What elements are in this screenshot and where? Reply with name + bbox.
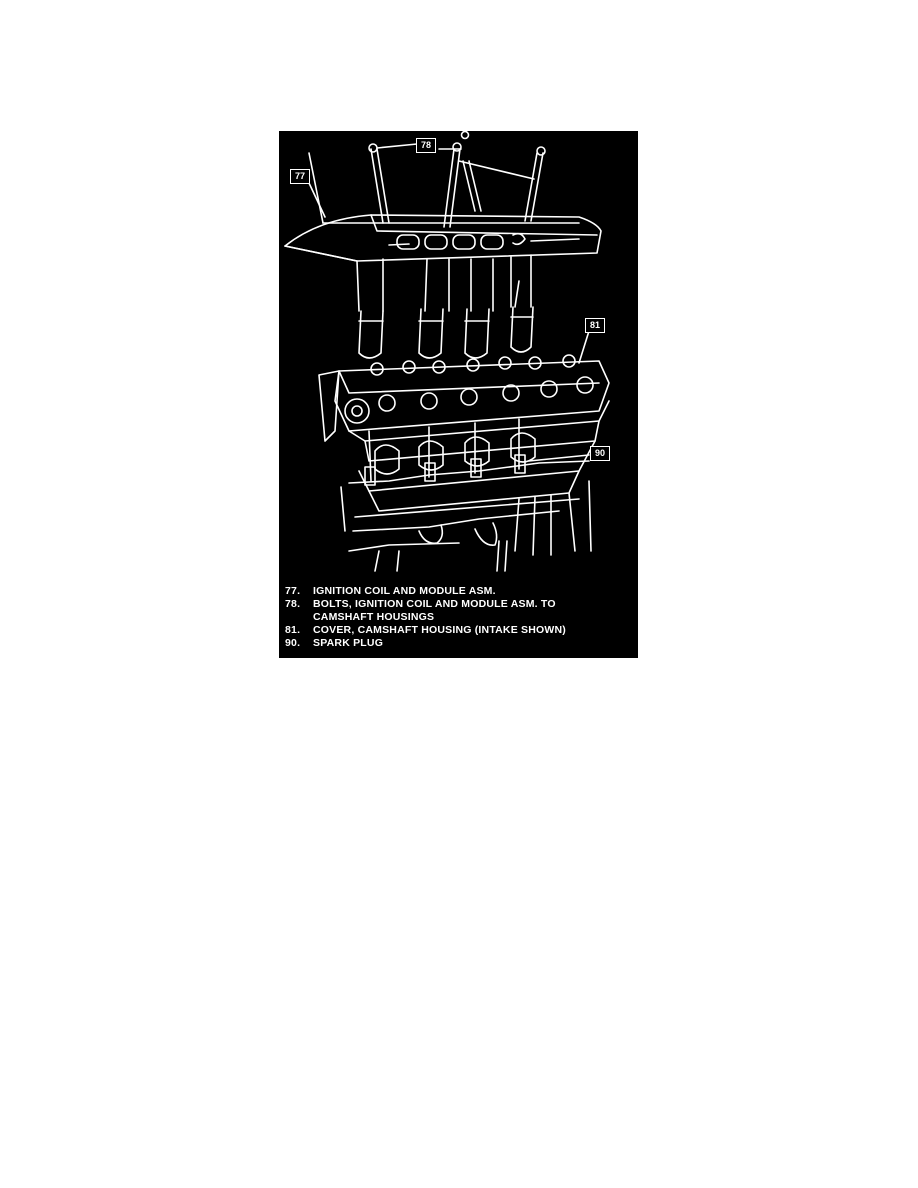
legend-description: IGNITION COIL AND MODULE ASM. xyxy=(313,585,496,597)
legend-description: COVER, CAMSHAFT HOUSING (INTAKE SHOWN) xyxy=(313,624,566,636)
callout-81: 81 xyxy=(585,318,605,333)
legend-description: CAMSHAFT HOUSINGS xyxy=(313,611,435,623)
cylinder-head xyxy=(340,400,610,572)
legend-number xyxy=(285,611,313,624)
legend-item: CAMSHAFT HOUSINGS xyxy=(285,611,635,624)
legend-number: 77. xyxy=(285,585,301,597)
legend-number: 90. xyxy=(285,637,301,649)
engine-line-drawing xyxy=(284,131,610,572)
coil-bolts xyxy=(368,131,546,228)
legend-description: BOLTS, IGNITION COIL AND MODULE ASM. TO xyxy=(313,598,556,610)
callout-77: 77 xyxy=(290,169,310,184)
legend-number: 78. xyxy=(285,598,301,610)
spark-plugs xyxy=(364,418,526,486)
legend-item: 78. BOLTS, IGNITION COIL AND MODULE ASM.… xyxy=(285,598,635,611)
engine-exploded-diagram: 77 78 81 90 77. IGNITION COIL AND MODULE… xyxy=(279,131,638,658)
parts-legend: 77. IGNITION COIL AND MODULE ASM. 78. BO… xyxy=(285,585,635,650)
callout-90: 90 xyxy=(590,446,610,461)
camshaft-housing-cover xyxy=(318,354,610,442)
legend-description: SPARK PLUG xyxy=(313,637,384,649)
legend-item: 81. COVER, CAMSHAFT HOUSING (INTAKE SHOW… xyxy=(285,624,635,637)
legend-number: 81. xyxy=(285,624,301,636)
legend-item: 90. SPARK PLUG xyxy=(285,637,635,650)
callout-78: 78 xyxy=(416,138,436,153)
ignition-coil-module xyxy=(284,152,602,359)
legend-item: 77. IGNITION COIL AND MODULE ASM. xyxy=(285,585,635,598)
